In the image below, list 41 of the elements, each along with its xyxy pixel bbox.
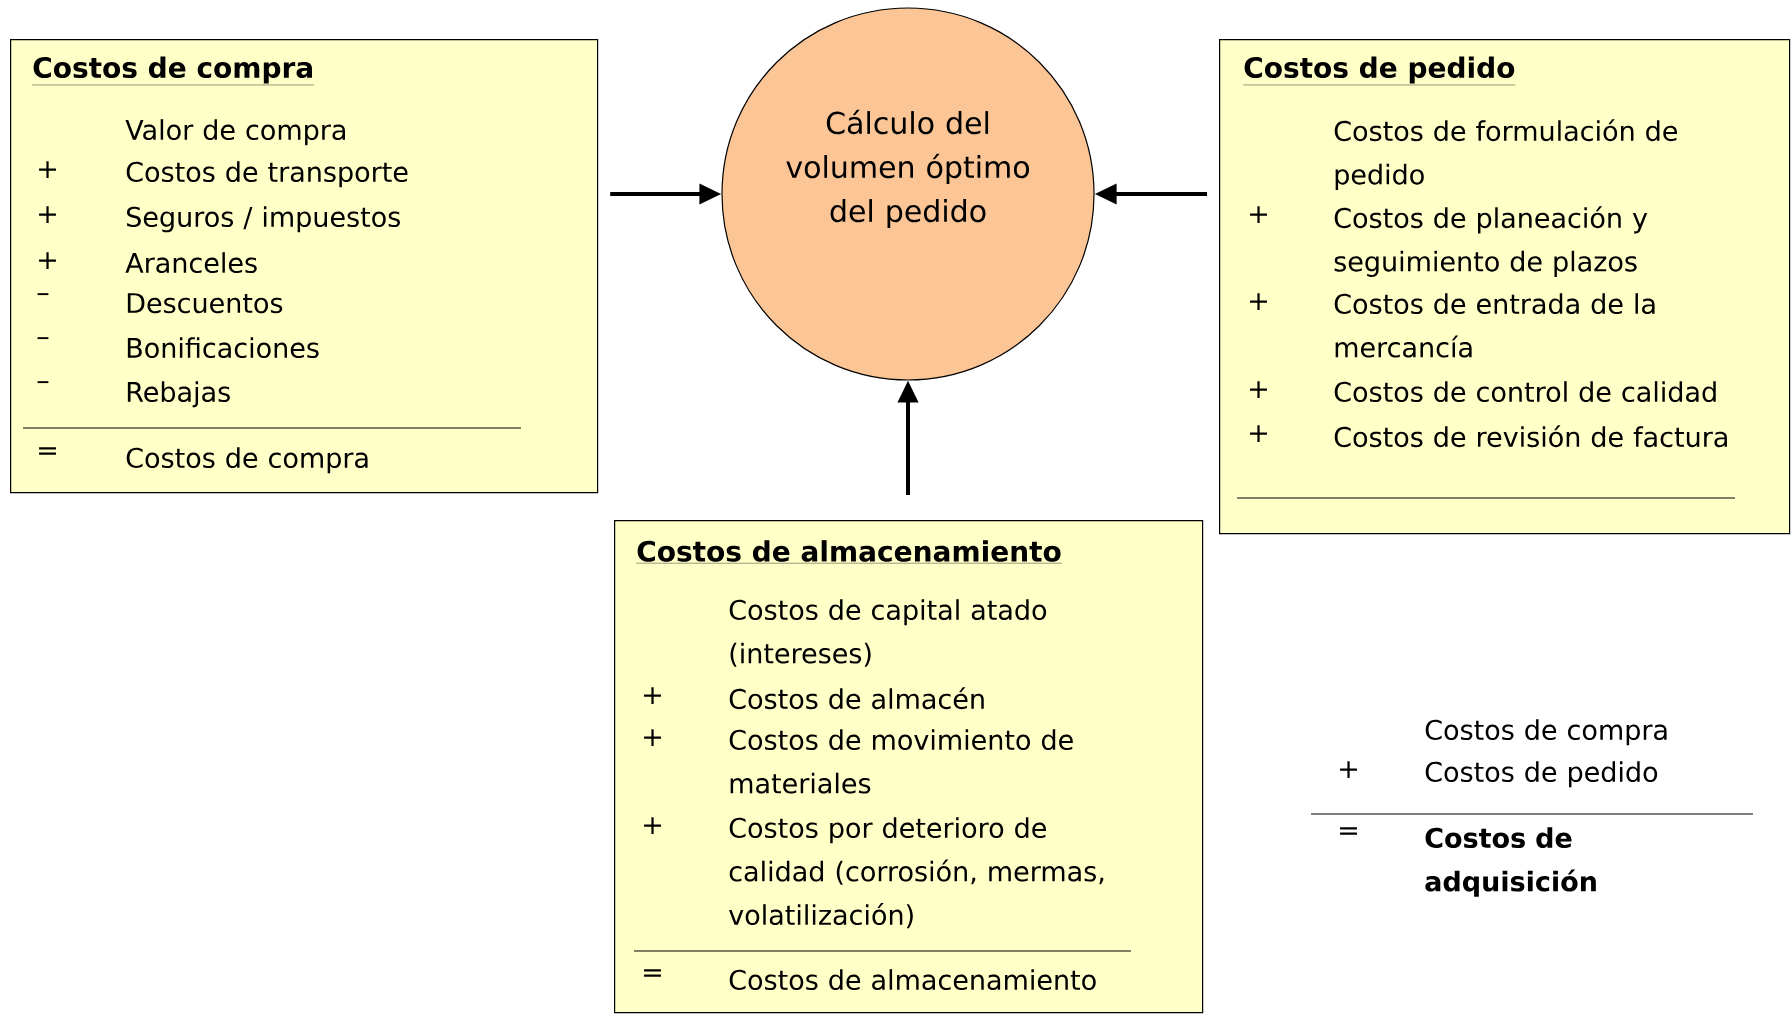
cost-item: Seguros / impuestos <box>127 206 400 233</box>
operator-sign: + <box>644 687 661 705</box>
operator-sign: = <box>644 969 661 977</box>
formula-text: Costos de compra <box>1425 719 1667 746</box>
cost-item: Costos de planeación y seguimiento de plazos <box>1334 206 1648 277</box>
cost-item: Descuentos <box>127 293 283 314</box>
cost-item: Costos de formulación de pedido <box>1334 119 1677 190</box>
cost-item: Costos de almacenamiento <box>729 969 1096 991</box>
operator-sign: – <box>37 293 49 296</box>
cost-item: Costos de revisión de factura <box>1334 425 1727 448</box>
cost-item: Costos de compra <box>126 447 368 474</box>
operator-sign: + <box>644 729 661 747</box>
formula-text: Costos de adquisición <box>1425 827 1596 897</box>
cost-item: Aranceles <box>125 252 257 274</box>
box-heading: Costos de pedido <box>1243 56 1516 86</box>
operator-sign: + <box>1250 381 1267 399</box>
operator-sign: – <box>37 337 49 340</box>
cost-item: Costos de entrada de la mercancía <box>1334 293 1655 358</box>
operator-sign: + <box>1250 425 1267 443</box>
operator-sign: + <box>39 206 56 224</box>
operator-sign: + <box>644 817 661 835</box>
cost-item: Costos de almacén <box>729 687 984 710</box>
box-heading: Costos de compra <box>32 56 315 86</box>
operator-sign: + <box>1340 761 1357 779</box>
operator-sign: – <box>37 381 49 384</box>
cost-item: Costos de capital atado (intereses) <box>729 599 1047 667</box>
operator-sign: + <box>39 161 56 179</box>
formula-text: Costos de pedido <box>1425 761 1658 788</box>
cost-item: Valor de compra <box>125 119 345 146</box>
box-heading: Costos de almacenamiento <box>636 540 1062 564</box>
operator-sign: + <box>39 252 56 270</box>
cost-item: Bonificaciones <box>127 337 319 359</box>
cost-item: Costos de transporte <box>126 161 408 188</box>
cost-item: Costos de movimiento de materiales <box>729 729 1073 794</box>
cost-item: Costos por deterioro de calidad (corrosión, mermas, volatilización) <box>729 817 1104 929</box>
operator-sign: = <box>39 447 56 455</box>
cost-item: Rebajas <box>127 381 230 408</box>
cost-item: Costos de control de calidad <box>1334 381 1716 403</box>
operator-sign: = <box>1340 827 1357 835</box>
operator-sign: + <box>1250 206 1267 224</box>
operator-sign: + <box>1250 293 1267 311</box>
